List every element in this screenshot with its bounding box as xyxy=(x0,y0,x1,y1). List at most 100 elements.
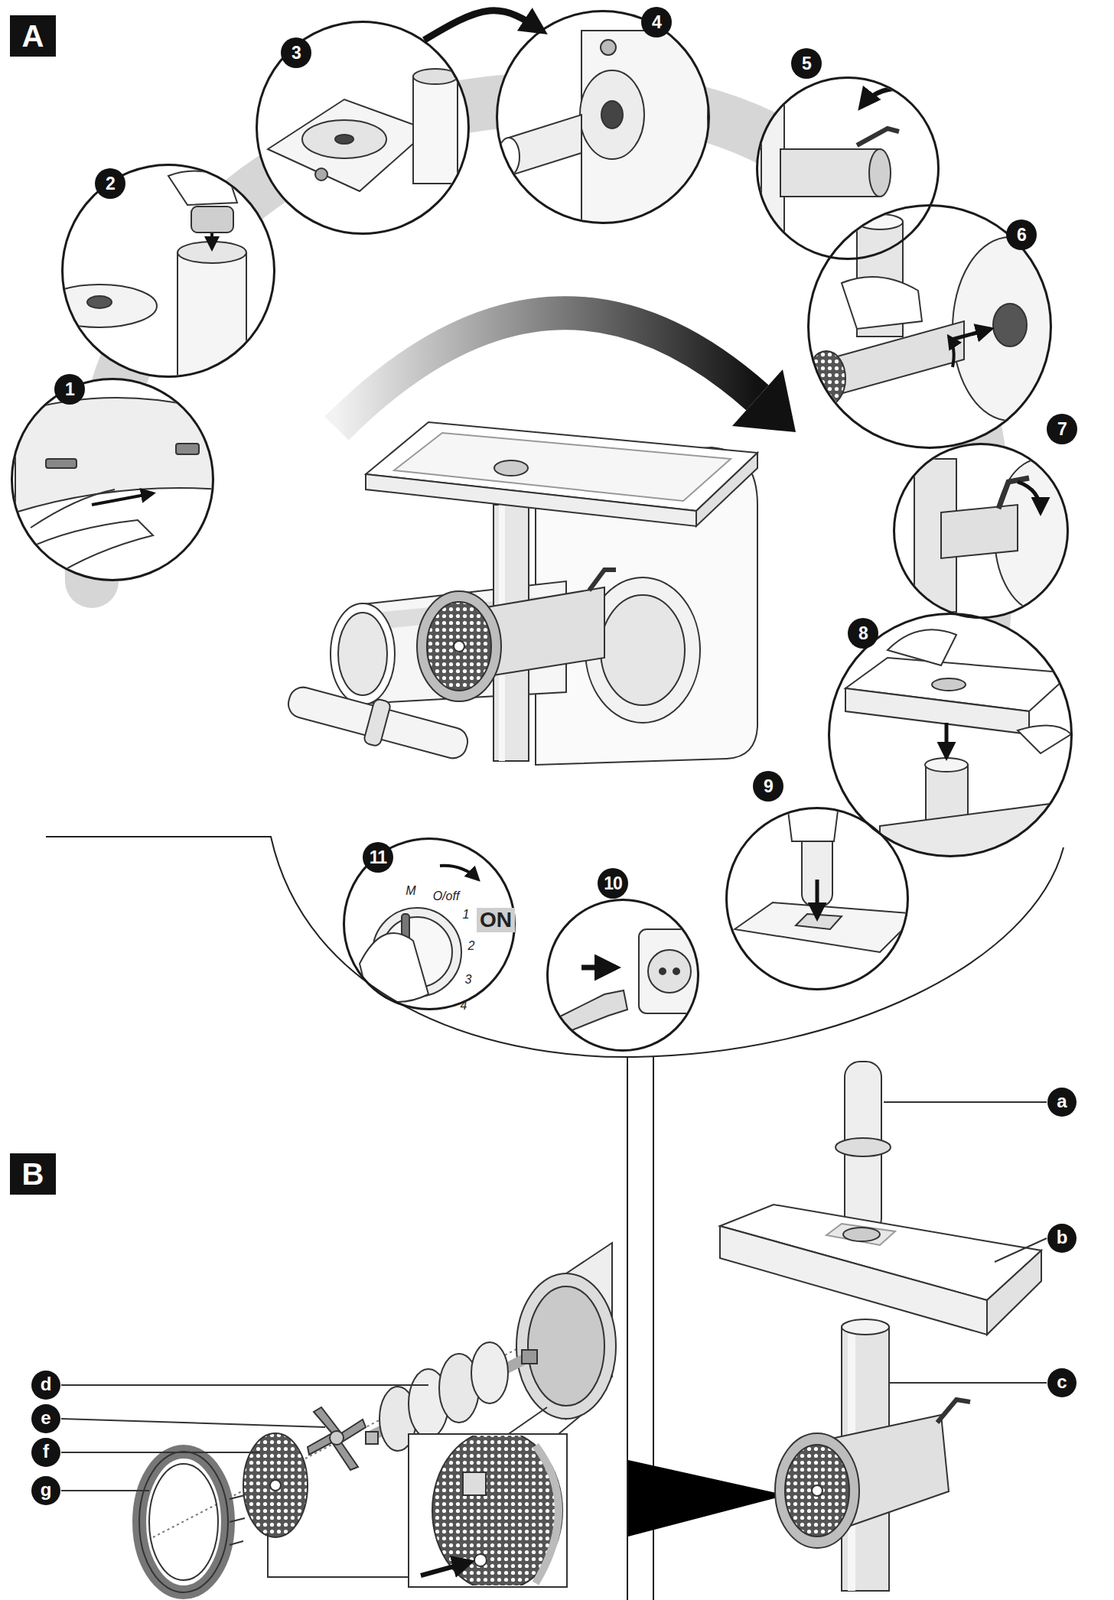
part-letter: f xyxy=(31,1438,61,1468)
callout-number: 7 xyxy=(1046,413,1078,445)
exploded-view xyxy=(462,1472,486,1496)
pointer-triangle xyxy=(628,1460,787,1538)
part-letter: c xyxy=(1047,1368,1077,1398)
assembled-parts xyxy=(937,1400,971,1424)
assembled-parts xyxy=(883,1101,1047,1104)
callout-number: 1 xyxy=(54,374,85,405)
meat-grinder xyxy=(494,460,528,476)
step-sketch xyxy=(302,120,387,159)
exploded-view xyxy=(474,1554,487,1567)
exploded-view xyxy=(307,1407,366,1471)
assembled-parts xyxy=(841,1319,890,1336)
exploded-view xyxy=(61,1384,429,1387)
step-sketch xyxy=(601,100,623,129)
step-sketch xyxy=(648,950,691,994)
meat-grinder xyxy=(363,698,392,748)
step-sketch xyxy=(359,933,429,1003)
big-arrow xyxy=(336,312,758,429)
step-sketch xyxy=(948,336,955,368)
step-sketch xyxy=(761,76,915,245)
exploded-view xyxy=(535,1446,559,1584)
step-sketch xyxy=(210,233,214,249)
step-circle: 3 xyxy=(255,20,470,235)
step-circle: 4 xyxy=(495,9,711,225)
step-sketch xyxy=(734,803,919,953)
exploded-view xyxy=(527,1286,605,1407)
exploded-view xyxy=(307,1407,366,1471)
exploded-view xyxy=(243,1433,308,1538)
step-sketch xyxy=(15,397,222,582)
step-sketch xyxy=(993,303,1027,347)
step-sketch xyxy=(558,990,628,1033)
step-sketch xyxy=(267,68,458,192)
meat-grinder xyxy=(283,422,758,769)
step-sketch xyxy=(175,443,199,455)
step-circle-fill xyxy=(10,9,1073,1053)
step-sketch xyxy=(841,276,922,329)
assembled-parts xyxy=(843,1228,880,1242)
meat-grinder xyxy=(453,641,465,652)
step-circle: 9 xyxy=(725,807,909,991)
step-arrow xyxy=(423,10,541,41)
step-sketch xyxy=(600,39,616,56)
step-sketch xyxy=(581,965,616,971)
step-sketch xyxy=(267,99,429,192)
part-letter: e xyxy=(31,1404,61,1434)
step-sketch xyxy=(498,30,708,230)
step-sketch xyxy=(659,968,666,975)
section-letter: A xyxy=(9,15,56,57)
step-sketch xyxy=(335,134,354,144)
step-sketch xyxy=(315,168,328,181)
assembled-parts xyxy=(994,1238,1047,1263)
assembled-parts xyxy=(811,1485,823,1497)
meat-grinder xyxy=(426,602,492,691)
step-sketch xyxy=(30,489,115,528)
exploded-view xyxy=(149,1464,219,1581)
assembled-parts xyxy=(719,1226,987,1336)
step-sketch xyxy=(856,214,903,230)
step-sketch xyxy=(177,252,247,391)
exploded-view xyxy=(432,1436,563,1587)
meat-grinder xyxy=(285,684,471,763)
dial-mark: ON xyxy=(476,908,515,933)
step-sketch xyxy=(1017,726,1072,754)
step-sketch xyxy=(413,68,458,85)
step-sketch xyxy=(944,723,949,758)
step-circle: 8 xyxy=(827,612,1073,858)
step-sketch xyxy=(860,88,915,108)
exploded-view xyxy=(329,1431,344,1446)
step-circle-fill xyxy=(807,204,1053,450)
meat-grinder xyxy=(283,677,473,769)
exploded-view xyxy=(420,1562,471,1577)
step-sketch xyxy=(22,520,154,582)
step-circle: 6 xyxy=(807,204,1053,450)
section-line xyxy=(45,837,1064,1058)
step-sketch xyxy=(887,629,957,666)
step-sketch xyxy=(168,171,238,206)
callout-number: 3 xyxy=(280,37,312,69)
step-sketch xyxy=(498,137,520,176)
dial-mark: 4 xyxy=(460,999,468,1014)
step-sketch xyxy=(191,206,234,233)
step-circle: 7 xyxy=(892,442,1069,619)
exploded-view xyxy=(432,1436,563,1587)
exploded-view xyxy=(267,1534,409,1578)
step-sketch xyxy=(42,284,157,328)
callout-number: 5 xyxy=(791,48,822,79)
section-letter: B xyxy=(9,1153,56,1196)
big-arrow xyxy=(732,369,796,433)
step-sketch xyxy=(845,629,1072,865)
step-sketch xyxy=(826,321,965,398)
step-sketch xyxy=(439,866,479,880)
step-circle: 2 xyxy=(61,163,276,378)
step-sketch xyxy=(941,504,1018,559)
step-sketch xyxy=(91,493,154,505)
assembled-parts xyxy=(835,1138,891,1157)
callout-number: 6 xyxy=(1006,219,1037,251)
dial-mark: M xyxy=(405,884,416,899)
exploded-view xyxy=(521,1350,538,1365)
exploded-view xyxy=(139,1452,229,1593)
